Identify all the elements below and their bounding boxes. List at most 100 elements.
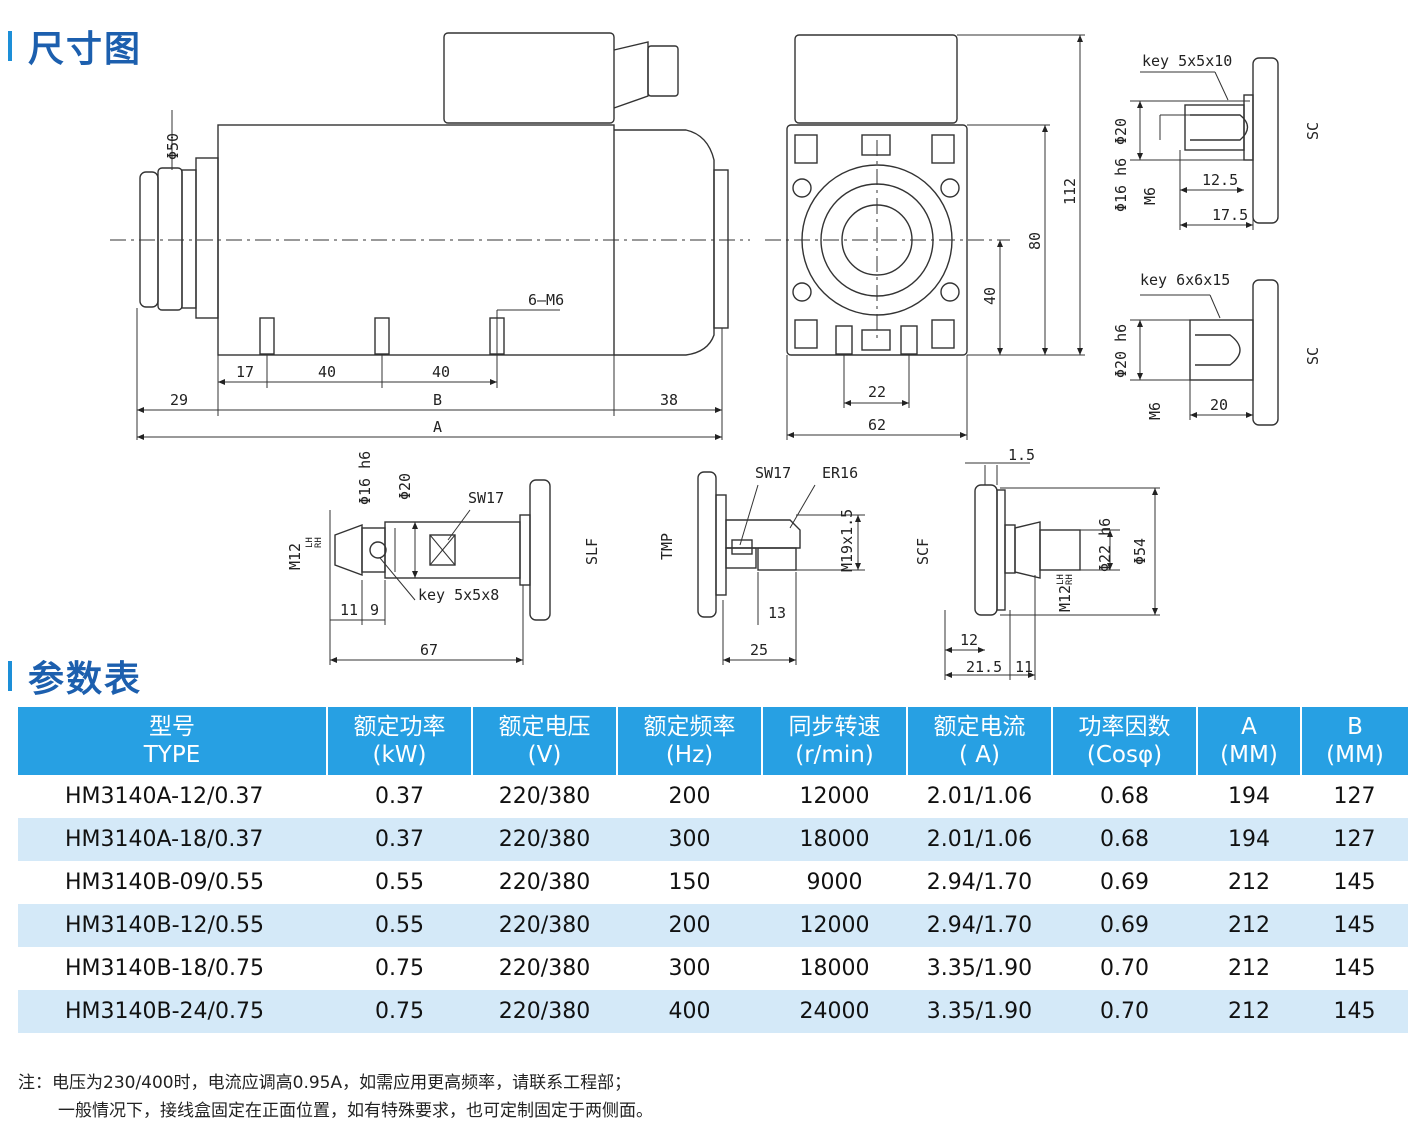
cell-speed: 12000 (762, 904, 907, 947)
sc2-len-20: 20 (1210, 396, 1228, 414)
scf-len-11: 11 (1015, 658, 1033, 676)
tmp-sw: SW17 (755, 464, 791, 482)
header-zh: 额定电压 (498, 714, 591, 740)
dim-17: 17 (236, 363, 254, 381)
header-en: (r/min) (795, 742, 874, 768)
header-en: TYPE (143, 742, 201, 768)
cell-power-factor: 0.68 (1052, 818, 1197, 861)
cell-current: 3.35/1.90 (926, 956, 1033, 981)
header-en: (MM) (1326, 742, 1384, 768)
cell-type: HM3140B-09/0.55 (65, 870, 264, 895)
header-zh: 额定功率 (353, 714, 446, 740)
section-heading-parameters: 参数表 (8, 650, 142, 702)
scf-rh: RH (1065, 574, 1075, 585)
column-header: 额定电压(V) (472, 707, 618, 775)
column-header: 额定功率(kW) (327, 707, 473, 775)
scf-t: 1.5 (1008, 446, 1035, 464)
note-line-1: 注：电压为230/400时，电流应调高0.95A，如需应用更高频率，请联系工程部… (18, 1073, 632, 1093)
cell-a: 212 (1228, 956, 1270, 981)
sc1-m6: M6 (1141, 187, 1159, 205)
scf-d2: Φ54 (1131, 538, 1149, 565)
slf-shaft-detail (329, 479, 551, 665)
header-zh: A (1241, 714, 1257, 740)
scf-tag: SCF (914, 538, 932, 565)
dim-40-first: 40 (318, 363, 336, 381)
dim-38: 38 (660, 391, 678, 409)
tmp-len-25: 25 (750, 641, 768, 659)
cell-a: 212 (1197, 990, 1301, 1033)
heading-text: 尺寸图 (28, 29, 143, 70)
cell-type: HM3140B-12/0.55 (18, 904, 327, 947)
dim-40-height: 40 (981, 287, 999, 305)
cell-frequency: 300 (668, 956, 711, 981)
cell-b: 127 (1333, 784, 1376, 809)
cell-frequency: 150 (668, 870, 711, 895)
cell-power: 0.37 (327, 818, 472, 861)
dim-80: 80 (1026, 232, 1044, 250)
dim-22: 22 (868, 383, 886, 401)
sc-shaft-detail-2 (1130, 279, 1279, 426)
sc2-tag: SC (1304, 347, 1322, 365)
cell-current: 2.01/1.06 (907, 818, 1052, 861)
cell-type: HM3140B-18/0.75 (65, 956, 264, 981)
sc2-m6: M6 (1146, 402, 1164, 420)
header-zh: 额定频率 (643, 714, 736, 740)
cell-current: 2.94/1.70 (926, 870, 1033, 895)
slf-d2: Φ20 (396, 473, 414, 500)
column-header: 额定频率(Hz) (617, 707, 763, 775)
dim-62: 62 (868, 416, 886, 434)
dim-112: 112 (1061, 178, 1079, 205)
header-zh: 额定电流 (933, 714, 1026, 740)
column-header: B(MM) (1301, 707, 1408, 775)
cell-voltage: 220/380 (498, 956, 591, 981)
cell-current: 3.35/1.90 (907, 990, 1052, 1033)
slf-lh: LH (305, 537, 315, 548)
cell-speed: 24000 (762, 990, 907, 1033)
table-row: HM3140A-12/0.37 0.37 220/380 200 12000 2… (18, 775, 1408, 818)
cell-frequency: 200 (617, 904, 762, 947)
cell-power: 0.55 (375, 870, 424, 895)
scf-len-21-5: 21.5 (966, 658, 1002, 676)
table-row: HM3140A-18/0.37 0.37 220/380 300 18000 2… (18, 818, 1408, 861)
column-header: A(MM) (1197, 707, 1302, 775)
scf-shaft-detail (944, 462, 1160, 680)
header-en: (Cosφ) (1086, 742, 1163, 768)
tmp-m: M19x1.5 (838, 509, 856, 572)
cell-current: 2.01/1.06 (926, 784, 1033, 809)
cell-power-factor: 0.69 (1100, 870, 1149, 895)
note-line-2: 一般情况下，接线盒固定在正面位置，如有特殊要求，也可定制固定于两侧面。 (58, 1101, 653, 1121)
slf-sw: SW17 (468, 489, 504, 507)
scf-lh: LH (1056, 574, 1066, 585)
cell-b: 127 (1301, 818, 1408, 861)
sc1-len-17-5: 17.5 (1212, 206, 1248, 224)
cell-voltage: 220/380 (498, 784, 591, 809)
dim-A: A (433, 418, 442, 436)
cell-power-factor: 0.68 (1100, 784, 1149, 809)
cell-frequency: 400 (617, 990, 762, 1033)
table-row: HM3140B-09/0.55 0.55 220/380 150 9000 2.… (18, 861, 1408, 904)
header-zh: 功率因数 (1078, 714, 1171, 740)
dim-phi50: Φ50 (164, 133, 182, 160)
cell-power-factor: 0.70 (1052, 990, 1197, 1033)
slf-rh: RH (314, 537, 324, 548)
cell-type: HM3140B-24/0.75 (18, 990, 327, 1033)
scf-len-12: 12 (960, 631, 978, 649)
header-en: (kW) (372, 742, 427, 768)
sc-shaft-detail-1 (1130, 57, 1279, 230)
tmp-tag: TMP (658, 533, 676, 560)
cell-a: 194 (1197, 818, 1301, 861)
header-en: (Hz) (665, 742, 714, 768)
cell-power: 0.37 (375, 784, 424, 809)
sc1-d1: Φ20 (1112, 118, 1130, 145)
tmp-len-13: 13 (768, 604, 786, 622)
cell-speed: 18000 (762, 818, 907, 861)
spindle-end-view (765, 34, 1085, 440)
slf-len-11: 11 (340, 601, 358, 619)
sc1-key: key 5x5x10 (1142, 52, 1232, 70)
sc1-d2: Φ16 h6 (1112, 158, 1130, 212)
dim-29: 29 (170, 391, 188, 409)
cell-frequency: 200 (668, 784, 711, 809)
sc1-len-12-5: 12.5 (1202, 171, 1238, 189)
cell-b: 145 (1301, 904, 1408, 947)
